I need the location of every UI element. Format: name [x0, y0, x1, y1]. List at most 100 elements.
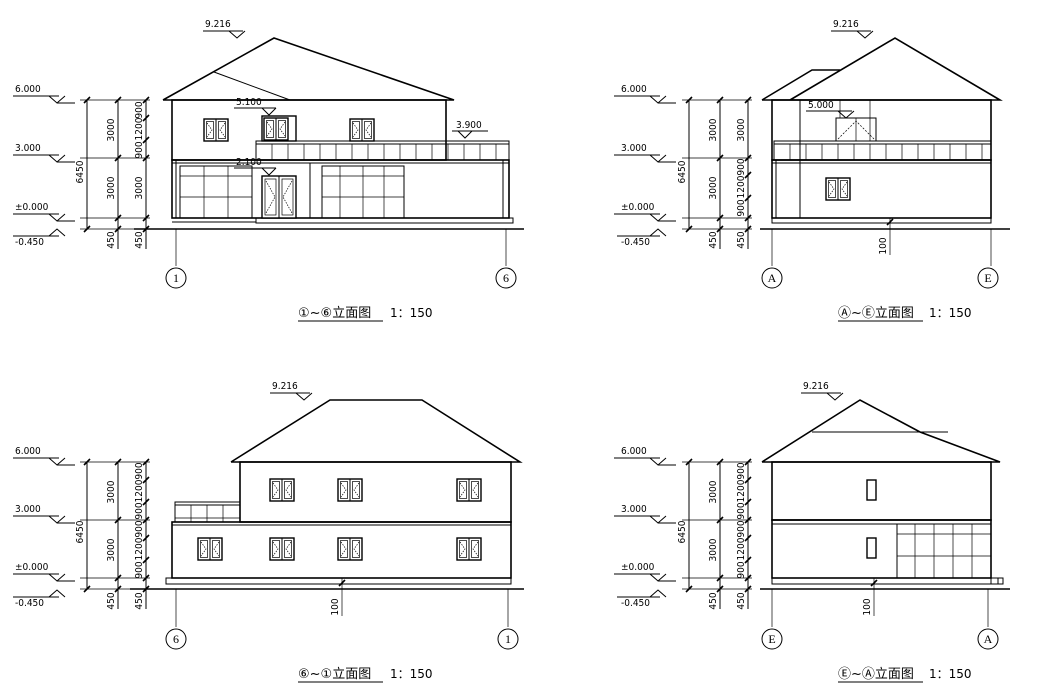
elevation-title: ⑥~①立面图 1：150 [298, 667, 433, 683]
axis-bubble-right: 6 [495, 267, 517, 289]
svg-text:±0.000: ±0.000 [621, 202, 655, 213]
svg-text:⑥~①立面图: ⑥~①立面图 [298, 667, 371, 682]
svg-text:100: 100 [862, 598, 873, 615]
svg-text:3.900: 3.900 [456, 120, 482, 131]
svg-text:900: 900 [736, 462, 747, 479]
svg-text:-0.450: -0.450 [621, 598, 650, 609]
level-marker-3900: 3.900 [452, 120, 488, 139]
level-marker-roof: 9.216 [831, 19, 874, 39]
svg-text:900: 900 [134, 101, 145, 118]
level-marker-6000: 6.000 [12, 84, 76, 104]
svg-text:900: 900 [736, 520, 747, 537]
svg-text:900: 900 [736, 502, 747, 519]
level-marker-0: ±0.000 [12, 202, 76, 222]
level-6000-label: 6.000 [15, 84, 41, 95]
svg-text:1：150: 1：150 [390, 306, 433, 320]
svg-text:E: E [768, 632, 775, 646]
svg-text:6: 6 [503, 271, 509, 285]
svg-text:3000: 3000 [708, 176, 719, 199]
svg-text:1200: 1200 [736, 175, 747, 198]
axis-bubble-right: A [977, 628, 999, 650]
dimension-chain: 6450 3000 3000 450 450 3000 900 1200 900 [677, 96, 752, 249]
svg-text:A: A [984, 632, 993, 646]
building-outline: 100 [760, 399, 1010, 627]
svg-text:3000: 3000 [708, 538, 719, 561]
level-marker-roof: 9.216 [203, 19, 246, 39]
svg-text:2.100: 2.100 [236, 157, 262, 168]
axis-bubble-left: E [761, 628, 783, 650]
elevation-title: Ⓐ~Ⓔ立面图 1：150 [838, 306, 972, 322]
level-marker-6000: 6.000 [12, 446, 76, 466]
svg-text:Ⓐ~Ⓔ立面图: Ⓐ~Ⓔ立面图 [838, 306, 914, 321]
svg-text:450: 450 [736, 231, 747, 248]
svg-text:3000: 3000 [134, 176, 145, 199]
elevation-title: ①~⑥立面图 1：150 [298, 306, 433, 322]
svg-text:6.000: 6.000 [621, 84, 647, 95]
level-marker-2100: 2.100 [234, 157, 277, 176]
dimension-chain: 6450 3000 3000 450 450 900 1200 900 900 … [75, 458, 150, 610]
svg-text:3000: 3000 [106, 176, 117, 199]
svg-text:Ⓔ~Ⓐ立面图: Ⓔ~Ⓐ立面图 [838, 667, 914, 682]
dimension-chain: 6450 3000 3000 450 450 900 1200 900 900 … [677, 458, 752, 610]
roof-level-label: 9.216 [205, 19, 231, 30]
axis-bubble-left: 6 [165, 628, 187, 650]
svg-text:900: 900 [736, 199, 747, 216]
svg-text:±0.000: ±0.000 [621, 562, 655, 573]
elevation-E-A: 6.000 3.000 ±0.000 -0.450 6450 [613, 381, 1010, 683]
dimension-chain: 6450 3000 3000 450 450 3000 900 1200 900 [75, 96, 150, 249]
svg-text:900: 900 [134, 141, 145, 158]
level-marker-roof: 9.216 [270, 381, 313, 401]
svg-text:900: 900 [736, 561, 747, 578]
level-marker-minus450: -0.450 [617, 228, 667, 248]
svg-text:9.216: 9.216 [833, 19, 859, 30]
svg-text:A: A [768, 271, 777, 285]
level-marker-6000: 6.000 [613, 84, 677, 104]
svg-text:450: 450 [708, 592, 719, 609]
svg-text:9.216: 9.216 [272, 381, 298, 392]
level-marker-minus450: -0.450 [13, 228, 66, 248]
svg-text:3.000: 3.000 [621, 143, 647, 154]
svg-text:E: E [984, 271, 991, 285]
svg-text:6450: 6450 [677, 160, 688, 183]
svg-text:5.000: 5.000 [808, 100, 834, 111]
svg-text:6450: 6450 [677, 520, 688, 543]
level-marker-0: ±0.000 [12, 562, 76, 582]
svg-text:-0.450: -0.450 [621, 237, 650, 248]
svg-text:100: 100 [878, 237, 889, 254]
svg-text:-0.450: -0.450 [15, 598, 44, 609]
svg-text:3000: 3000 [736, 118, 747, 141]
level-minus450-label: -0.450 [15, 237, 44, 248]
svg-text:450: 450 [106, 231, 117, 248]
level-marker-3000: 3.000 [613, 504, 677, 524]
level-marker-0: ±0.000 [613, 202, 677, 222]
svg-text:900: 900 [134, 462, 145, 479]
svg-text:9.216: 9.216 [803, 381, 829, 392]
axis-bubble-right: 1 [497, 628, 519, 650]
svg-text:1: 1 [173, 271, 179, 285]
svg-text:1：150: 1：150 [390, 667, 433, 681]
svg-text:1200: 1200 [134, 117, 145, 140]
level-marker-6000: 6.000 [613, 446, 677, 466]
svg-text:100: 100 [330, 598, 341, 615]
svg-text:3000: 3000 [106, 118, 117, 141]
svg-text:3000: 3000 [106, 480, 117, 503]
svg-text:1200: 1200 [736, 537, 747, 560]
level-marker-5000: 5.000 [806, 100, 855, 119]
svg-text:3000: 3000 [106, 538, 117, 561]
level-marker-minus450: -0.450 [617, 589, 667, 609]
svg-text:450: 450 [134, 231, 145, 248]
building-outline: 100 [760, 37, 1010, 266]
svg-text:450: 450 [736, 592, 747, 609]
svg-text:1200: 1200 [134, 537, 145, 560]
svg-text:900: 900 [134, 502, 145, 519]
svg-text:5.100: 5.100 [236, 97, 262, 108]
building-outline: 100 [130, 399, 524, 627]
building-outline [134, 37, 524, 266]
svg-text:1200: 1200 [134, 479, 145, 502]
axis-bubble-left: A [761, 267, 783, 289]
svg-text:6450: 6450 [75, 160, 86, 183]
svg-text:3000: 3000 [708, 118, 719, 141]
svg-text:900: 900 [134, 520, 145, 537]
svg-text:3000: 3000 [708, 480, 719, 503]
level-marker-roof: 9.216 [801, 381, 844, 401]
